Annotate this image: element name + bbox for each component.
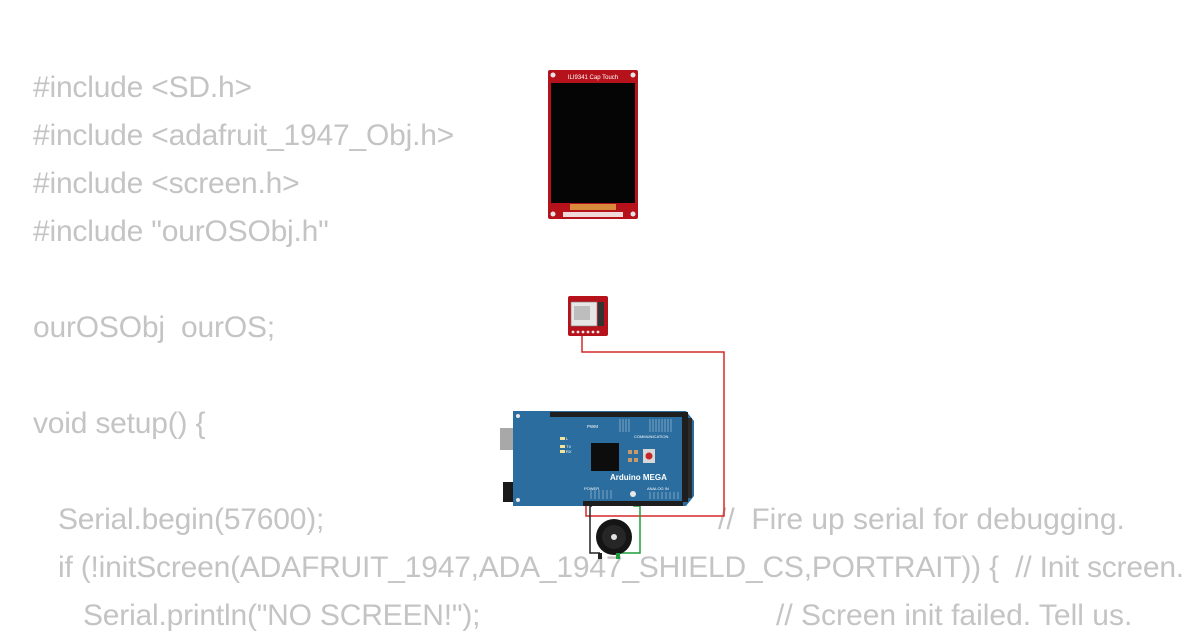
arduino-mega-board[interactable]: L TX RX PWM COMMUNICATION Arduino MEGA P…: [500, 411, 694, 506]
display-screen: [551, 83, 635, 203]
power-label: POWER: [584, 486, 599, 491]
code-line-include-adafruit: #include <adafruit_1947_Obj.h>: [33, 119, 455, 152]
tft-display-module[interactable]: ILI9341 Cap Touch: [548, 70, 638, 219]
board-name: Arduino MEGA: [610, 473, 667, 482]
code-line-serial-begin: Serial.begin(57600);: [58, 503, 325, 536]
code-line-include-sd: #include <SD.h>: [33, 71, 252, 104]
code-editor: #include <SD.h> #include <adafruit_1947_…: [33, 71, 1184, 632]
code-line-init-screen: if (!initScreen(ADAFRUIT_1947,ADA_1947_S…: [58, 551, 1184, 584]
code-line-serial-println: Serial.println("NO SCREEN!");: [83, 599, 481, 632]
analog-in-label: ANALOG IN: [647, 486, 669, 491]
led-rx-label: RX: [566, 449, 572, 454]
reset-button[interactable]: [645, 452, 653, 460]
communication-label: COMMUNICATION: [634, 434, 668, 439]
led-l-label: L: [566, 436, 569, 441]
display-label: ILI9341 Cap Touch: [568, 75, 618, 81]
code-comment-screen-fail: // Screen init failed. Tell us.: [776, 599, 1133, 632]
code-line-include-screen: #include <screen.h>: [33, 167, 300, 200]
code-line-include-ouros: #include "ourOSObj.h": [33, 215, 329, 248]
wire-red[interactable]: [581, 336, 725, 517]
code-line-ouros-decl: ourOSObj ourOS;: [33, 311, 275, 344]
led-tx-label: TX: [566, 444, 571, 449]
code-comment-serial: // Fire up serial for debugging.: [718, 503, 1125, 536]
mcu-chip: [591, 443, 619, 471]
code-line-setup: void setup() {: [33, 407, 206, 440]
pwm-label: PWM: [587, 424, 598, 429]
piezo-buzzer[interactable]: [596, 519, 632, 559]
sd-card-module[interactable]: [568, 296, 608, 336]
